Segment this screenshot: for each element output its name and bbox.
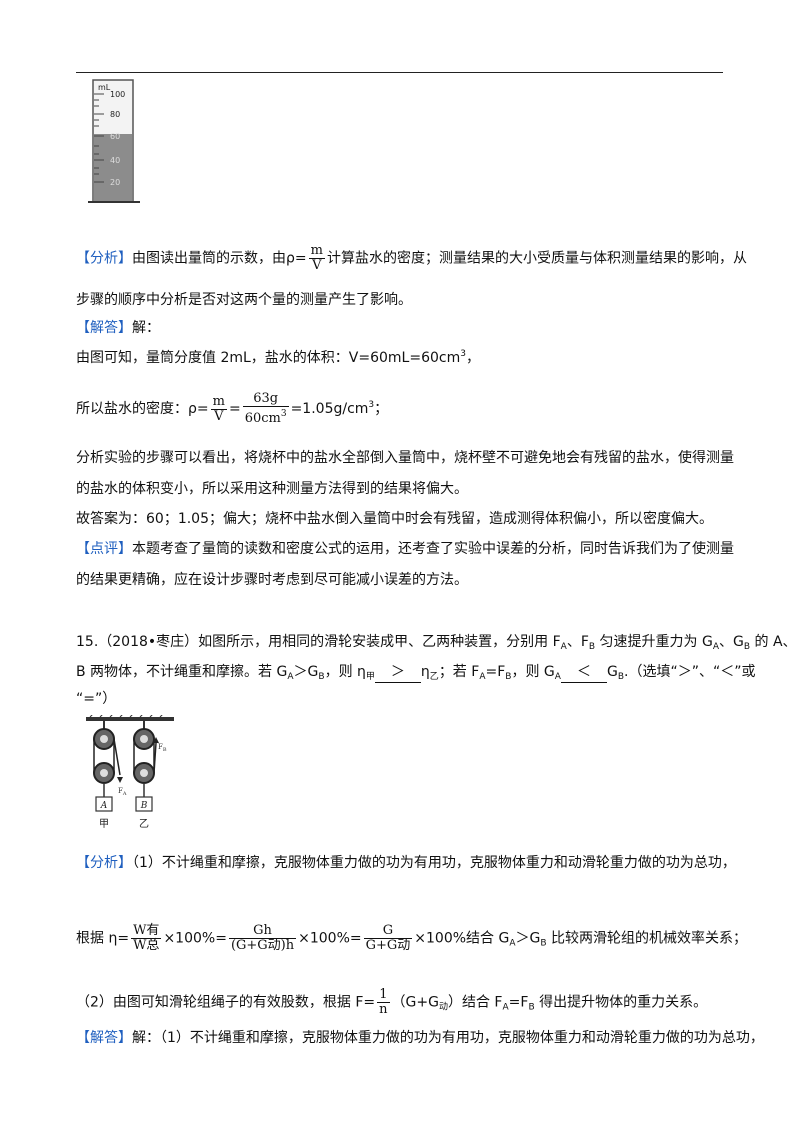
fraction-gh: Gh(G+G动)h <box>228 923 297 953</box>
label-jia: 甲 <box>99 819 109 830</box>
q14-answer-line-c1: 分析实验的步骤可以看出，将烧杯中的盐水全部倒入量筒中，烧杯壁不可避免地会有残留的… <box>76 450 734 466</box>
q14-answer-line-c2: 的盐水的体积变小，所以采用这种测量方法得到的结果将偏大。 <box>76 481 468 497</box>
q14-answer-line-a: 由图可知，量筒分度值 2mL，盐水的体积：V=60mL=60cm3， <box>76 349 480 366</box>
cylinder-tick: 40 <box>110 156 120 165</box>
cylinder-tick: 60 <box>110 132 120 141</box>
box-a-label: A <box>100 801 108 811</box>
cylinder-unit: mL <box>98 83 111 92</box>
q14-comment-line1: 【点评】本题考查了量筒的读数和密度公式的运用，还考查了实验中误差的分析，同时告诉… <box>76 541 734 557</box>
analysis-tag: 【分析】 <box>76 855 132 871</box>
pulley-system-figure: FA A 甲 FB B 乙 <box>86 715 174 830</box>
graduated-cylinder-figure: mL 100 80 60 40 20 <box>88 79 140 203</box>
comment-tag: 【点评】 <box>76 541 132 557</box>
cylinder-tick: 100 <box>110 90 125 99</box>
q14-analysis-line2: 步骤的顺序中分析是否对这两个量的测量产生了影响。 <box>76 292 412 308</box>
q14-comment-line2: 的结果更精确，应在设计步骤时考虑到尽可能减小误差的方法。 <box>76 572 468 588</box>
q15-answer-line1: 【解答】解：（1）不计绳重和摩擦，克服物体重力做的功为有用功，克服物体重力和动滑… <box>76 1030 764 1046</box>
header-rule <box>76 72 723 73</box>
answer-blank-1: ＞ <box>374 662 421 683</box>
force-fa-label: FA <box>118 787 127 797</box>
cylinder-tick: 20 <box>110 178 120 187</box>
cylinder-tick: 80 <box>110 110 120 119</box>
q14-answer-heading: 【解答】解： <box>76 320 160 336</box>
label-yi: 乙 <box>139 818 149 830</box>
force-fb-label: FB <box>158 743 167 753</box>
answer-tag: 【解答】 <box>76 1030 132 1046</box>
box-b-label: B <box>140 801 148 811</box>
q15-statement-line1: 15.（2018•枣庄）如图所示，用相同的滑轮安装成甲、乙两种装置，分别用 FA… <box>76 634 797 652</box>
q14-answer-line-d: 故答案为：60；1.05；偏大；烧杯中盐水倒入量筒中时会有残留，造成测得体积偏小… <box>76 511 713 527</box>
q15-statement-line2: B 两物体，不计绳重和摩擦。若 GA＞GB，则 η甲＞η乙；若 FA=FB，则 … <box>76 662 756 683</box>
q15-analysis-line1: 【分析】（1）不计绳重和摩擦，克服物体重力做的功为有用功，克服物体重力和动滑轮重… <box>76 855 736 871</box>
answer-blank-2: ＜ <box>560 662 607 683</box>
analysis-tag: 【分析】 <box>76 250 132 267</box>
answer-tag: 【解答】 <box>76 320 132 336</box>
q15-statement-line3: “=”） <box>76 691 117 707</box>
